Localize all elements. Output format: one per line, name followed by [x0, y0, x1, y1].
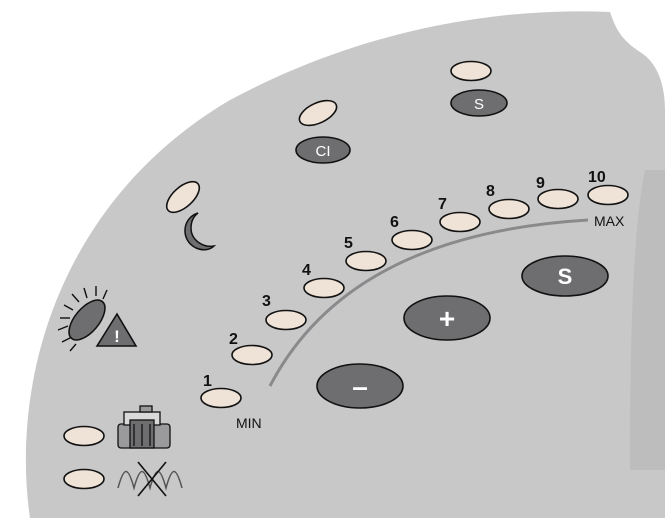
level-led-4[interactable] — [303, 277, 345, 299]
level-led-3[interactable] — [265, 309, 307, 331]
level-led-7[interactable] — [439, 211, 481, 233]
ci-button-label: CI — [316, 143, 331, 160]
s-large-button-label: S — [558, 264, 573, 289]
lamp-warning-icon: ! — [57, 286, 138, 352]
s-small-button-label: S — [474, 96, 484, 113]
level-label-9: 9 — [536, 175, 545, 192]
svg-text:!: ! — [114, 327, 120, 346]
panel-side-edge — [630, 170, 665, 470]
panel-background — [25, 11, 665, 518]
plus-button-label: + — [439, 303, 455, 334]
level-label-5: 5 — [344, 235, 353, 252]
level-label-3: 3 — [262, 293, 271, 310]
level-numbers: 1 2 3 4 5 6 7 8 9 10 — [203, 169, 606, 390]
level-label-2: 2 — [229, 331, 238, 348]
level-led-6[interactable] — [391, 229, 433, 251]
level-label-10: 10 — [588, 169, 606, 186]
level-led-8[interactable] — [488, 198, 530, 220]
s-small-button[interactable] — [450, 89, 508, 117]
level-label-7: 7 — [438, 196, 447, 213]
s-small-led[interactable] — [450, 60, 492, 82]
scale-arc — [268, 218, 589, 387]
level-led-10[interactable] — [587, 184, 629, 206]
level-label-8: 8 — [486, 183, 495, 200]
crossed-wave-icon — [117, 461, 183, 497]
level-led-5[interactable] — [345, 250, 387, 272]
plus-button[interactable] — [403, 295, 491, 341]
level-led-1[interactable] — [200, 387, 242, 409]
s-large-button[interactable] — [521, 255, 609, 297]
level-label-6: 6 — [390, 214, 399, 231]
minus-button-label: – — [352, 371, 368, 402]
level-led-9[interactable] — [537, 188, 579, 210]
appliance-icon — [117, 405, 171, 449]
moon-icon — [184, 212, 217, 251]
level-label-1: 1 — [203, 373, 212, 390]
night-led[interactable] — [161, 176, 204, 218]
no-wave-led[interactable] — [63, 468, 105, 490]
appliance-led[interactable] — [63, 425, 105, 447]
ci-button[interactable] — [295, 136, 351, 164]
level-label-4: 4 — [302, 262, 311, 279]
max-label: MAX — [594, 213, 625, 229]
ci-led[interactable] — [296, 95, 341, 130]
min-label: MIN — [236, 415, 262, 431]
minus-button[interactable] — [316, 363, 404, 409]
level-led-2[interactable] — [231, 344, 273, 366]
level-leds — [200, 184, 629, 409]
